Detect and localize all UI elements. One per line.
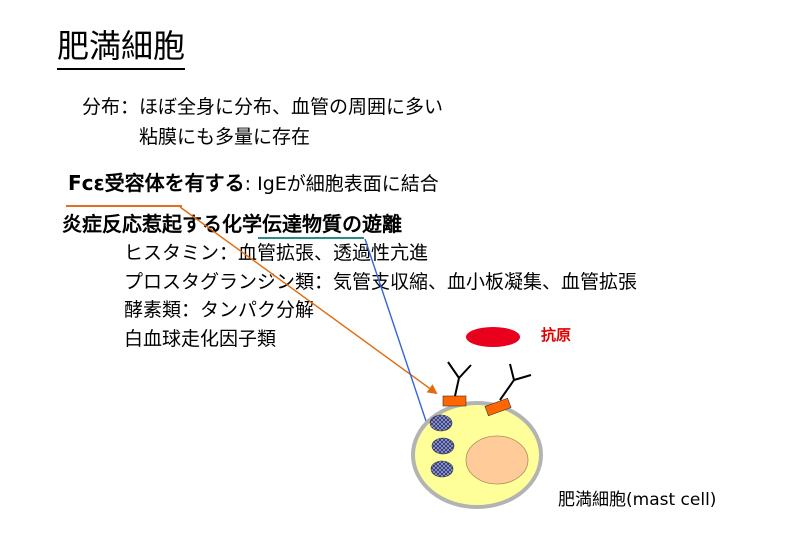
antigen-label: 抗原 [541, 326, 572, 344]
nucleus [465, 435, 529, 485]
ige-antibody [447, 361, 472, 397]
release-item-chemotactic: 白血球走化因子類 [124, 328, 277, 350]
release-heading-prefix: 炎症反応惹起する [62, 212, 222, 236]
release-heading-suffix: の遊離 [342, 212, 402, 236]
release-item-enzymes: 酵素類：タンパク分解 [124, 299, 315, 321]
receptor-detail: : IgEが細胞表面に結合 [244, 173, 439, 195]
fc-receptor [484, 397, 512, 417]
release-item-prostaglandins: プロスタグランジン類：気管支収縮、血小板凝集、血管拡張 [124, 271, 638, 293]
receptor-line: Fcε受容体を有する: IgEが細胞表面に結合 [68, 170, 439, 196]
distribution-line-1: 分布：ほぼ全身に分布、血管の周囲に多い [82, 96, 444, 118]
ige-antibody [499, 363, 532, 401]
page-title: 肥満細胞 [57, 26, 186, 70]
fc-receptor [442, 395, 467, 407]
granule [431, 437, 455, 455]
distribution-line-2: 粘膜にも多量に存在 [139, 126, 311, 148]
antigen [466, 327, 520, 347]
receptor-heading: Fcε受容体を有する [68, 171, 245, 195]
release-heading-highlight: 化学伝達物質 [222, 212, 342, 236]
mediator-arrow [364, 238, 434, 438]
granule [430, 460, 454, 478]
mast-cell-label: 肥満細胞(mast cell) [558, 490, 717, 510]
release-heading: 炎症反応惹起する化学伝達物質の遊離 [62, 211, 402, 237]
granule [429, 414, 453, 432]
release-item-histamine: ヒスタミン：血管拡張、透過性亢進 [124, 242, 429, 264]
receptor-arrow [179, 206, 438, 395]
